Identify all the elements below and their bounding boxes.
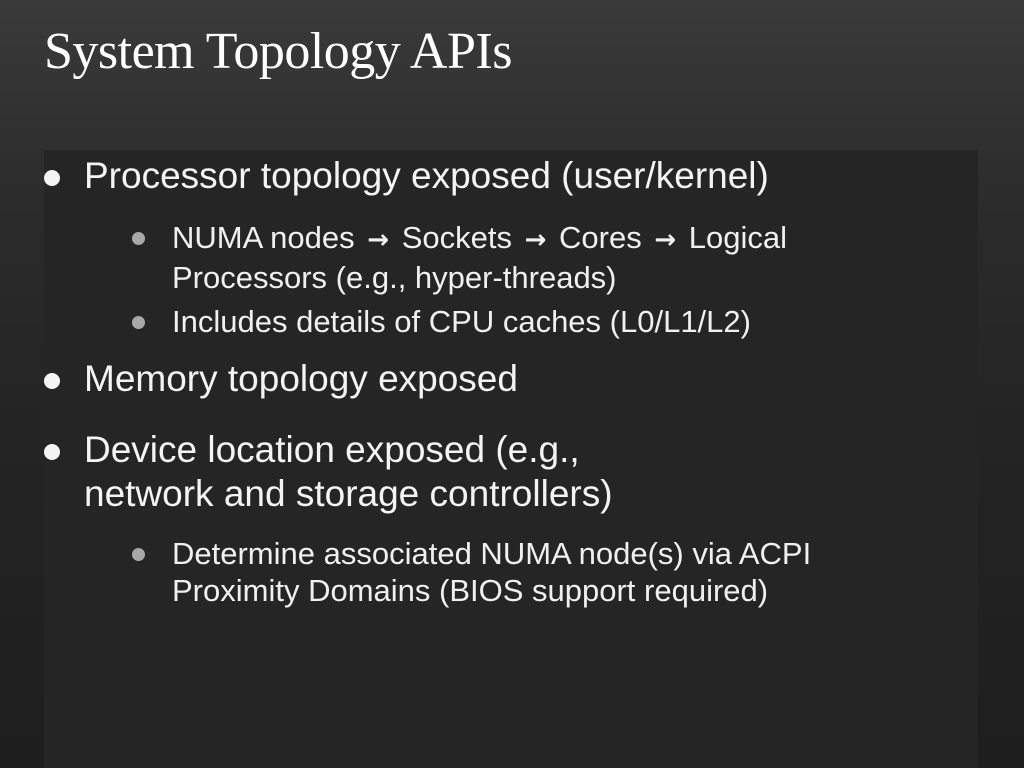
sub-bullet-dot-icon [132,232,145,245]
bullet-text: Processor topology exposed (user/kernel) [84,155,769,196]
arrow-right-icon: → [367,225,390,255]
bullet-text-line1: Device location exposed (e.g., [84,429,580,470]
bullet-device-location: Device location exposed (e.g., network a… [44,428,904,516]
bullet-dot-icon [44,170,60,186]
content-panel [44,150,978,768]
numa-nodes-text: NUMA nodes [172,220,355,255]
arrow-right-icon: → [524,225,547,255]
logical-text: Logical [688,220,788,255]
bullet-text: Memory topology exposed [84,358,518,399]
sub-bullet-cpu-caches: Includes details of CPU caches (L0/L1/L2… [132,303,932,340]
sockets-text: Sockets [401,220,512,255]
cores-text: Cores [559,220,642,255]
bullet-text: Includes details of CPU caches (L0/L1/L2… [172,304,751,339]
sub-bullet-numa-hierarchy: NUMA nodes → Sockets → Cores → Logical P… [132,219,932,296]
bullet-dot-icon [44,444,60,460]
sub-bullet-numa-acpi: Determine associated NUMA node(s) via AC… [132,535,932,609]
bullet-text-line1: Determine associated NUMA node(s) via AC… [172,536,812,571]
processors-line: Processors (e.g., hyper-threads) [172,260,617,295]
bullet-text-line2: Proximity Domains (BIOS support required… [172,573,769,608]
sub-bullet-dot-icon [132,316,145,329]
sub-bullet-dot-icon [132,548,145,561]
bullet-processor-topology: Processor topology exposed (user/kernel) [44,154,904,198]
arrow-right-icon: → [654,225,677,255]
slide-title: System Topology APIs [44,23,512,80]
bullet-dot-icon [44,373,60,389]
bullet-memory-topology: Memory topology exposed [44,357,904,401]
bullet-text-line2: network and storage controllers) [84,473,613,514]
